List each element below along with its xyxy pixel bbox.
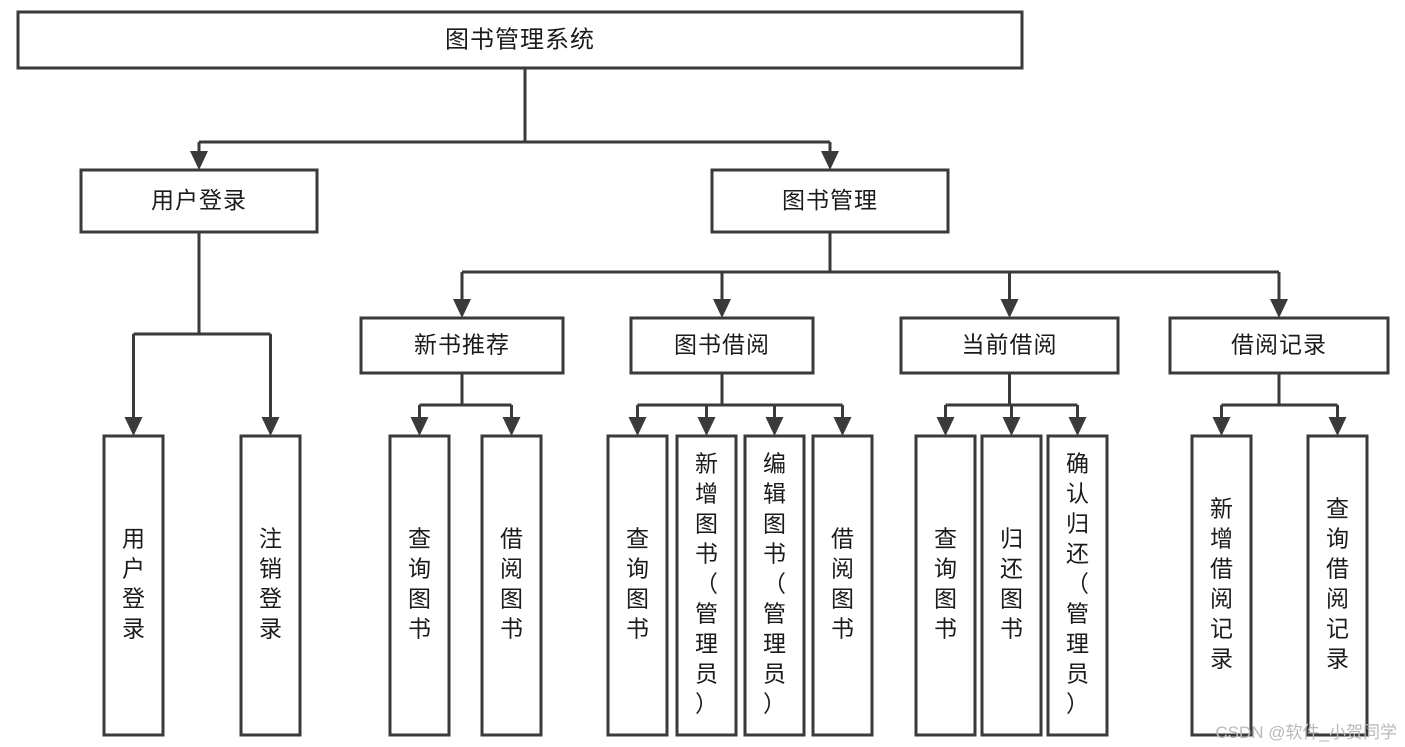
node-box	[388, 434, 451, 737]
node-box	[629, 316, 815, 375]
node-label: 当前借阅	[962, 332, 1058, 358]
connector-current-borrow-to-leaves	[936, 373, 1087, 436]
arrow-head-icon	[1212, 417, 1231, 436]
node-layer: 图书管理系统用户登录图书管理新书推荐图书借阅当前借阅借阅记录用户登录注销登录查询…	[16, 10, 1390, 737]
arrow-head-icon	[765, 417, 784, 436]
node-leaf-user-logout[interactable]: 注销登录	[239, 434, 302, 737]
node-leaf-borrow-book-rec[interactable]: 借阅图书	[480, 434, 543, 737]
node-leaf-query-record[interactable]: 查询借阅记录	[1306, 434, 1369, 737]
node-leaf-query-book-current[interactable]: 查询图书	[914, 434, 977, 737]
node-box	[359, 316, 565, 375]
arrow-head-icon	[628, 417, 647, 436]
node-box	[1190, 434, 1253, 737]
connector-root-to-level2	[190, 68, 839, 170]
node-label: 新增借阅记录	[1210, 496, 1233, 672]
node-box	[710, 168, 950, 234]
node-label: 借阅图书	[831, 526, 854, 642]
arrow-head-icon	[697, 417, 716, 436]
node-label: 查询图书	[408, 526, 431, 642]
connector-bookmanage-to-level3	[453, 232, 1288, 318]
node-new-book-rec[interactable]: 新书推荐	[359, 316, 565, 375]
arrow-head-icon	[453, 299, 471, 318]
arrow-head-icon	[821, 151, 839, 170]
node-label: 归还图书	[1000, 526, 1023, 642]
node-label: 确认归还（管理员）	[1066, 451, 1089, 717]
node-borrow-record[interactable]: 借阅记录	[1168, 316, 1390, 375]
node-box	[16, 10, 1024, 70]
node-leaf-query-book-rec[interactable]: 查询图书	[388, 434, 451, 737]
node-leaf-confirm-return[interactable]: 确认归还（管理员）	[1046, 434, 1109, 737]
node-leaf-user-login[interactable]: 用户登录	[102, 434, 165, 737]
node-box	[899, 316, 1120, 375]
connector-book-borrow-to-leaves	[628, 373, 852, 436]
node-label: 编辑图书（管理员）	[763, 451, 786, 717]
node-book-borrow[interactable]: 图书借阅	[629, 316, 815, 375]
arrow-head-icon	[190, 151, 208, 170]
connector-user-login-to-leaves	[124, 232, 280, 436]
arrow-head-icon	[502, 417, 521, 436]
node-label: 图书管理	[782, 187, 878, 213]
node-label: 图书管理系统	[445, 26, 595, 53]
arrow-head-icon	[1000, 299, 1019, 318]
node-box	[606, 434, 669, 737]
arrow-head-icon	[1328, 417, 1347, 436]
node-leaf-query-book-borrow[interactable]: 查询图书	[606, 434, 669, 737]
csdn-watermark: CSDN @软件_小贺同学	[1215, 723, 1397, 742]
node-label: 图书借阅	[674, 332, 770, 358]
node-label: 用户登录	[151, 187, 247, 213]
node-box	[239, 434, 302, 737]
node-label: 查询图书	[934, 526, 957, 642]
node-box	[675, 434, 738, 737]
node-leaf-add-book[interactable]: 新增图书（管理员）	[675, 434, 738, 737]
node-box	[980, 434, 1043, 737]
node-label: 查询图书	[626, 526, 649, 642]
node-label: 新增图书（管理员）	[695, 451, 718, 717]
node-leaf-add-record[interactable]: 新增借阅记录	[1190, 434, 1253, 737]
node-current-borrow[interactable]: 当前借阅	[899, 316, 1120, 375]
node-box	[914, 434, 977, 737]
node-box	[1306, 434, 1369, 737]
arrow-head-icon	[124, 417, 143, 436]
arrow-head-icon	[410, 417, 429, 436]
connector-layer	[124, 68, 1347, 436]
node-book-manage[interactable]: 图书管理	[710, 168, 950, 234]
node-leaf-edit-book[interactable]: 编辑图书（管理员）	[743, 434, 806, 737]
node-box	[1046, 434, 1109, 737]
arrow-head-icon	[833, 417, 852, 436]
connector-new-book-rec-to-leaves	[410, 373, 521, 436]
arrow-head-icon	[936, 417, 955, 436]
arrow-head-icon	[713, 299, 731, 318]
connector-borrow-record-to-leaves	[1212, 373, 1347, 436]
arrow-head-icon	[261, 417, 280, 436]
arrow-head-icon	[1270, 299, 1288, 318]
node-label: 借阅图书	[500, 526, 523, 642]
node-leaf-borrow-book[interactable]: 借阅图书	[811, 434, 874, 737]
node-label: 新书推荐	[414, 332, 510, 358]
node-label: 借阅记录	[1231, 332, 1327, 358]
node-box	[480, 434, 543, 737]
node-label: 查询借阅记录	[1326, 496, 1349, 672]
arrow-head-icon	[1068, 417, 1087, 436]
node-box	[1168, 316, 1390, 375]
node-box	[79, 168, 319, 234]
node-label: 用户登录	[122, 526, 145, 642]
node-box	[102, 434, 165, 737]
node-user-login[interactable]: 用户登录	[79, 168, 319, 234]
node-leaf-return-book[interactable]: 归还图书	[980, 434, 1043, 737]
arrow-head-icon	[1002, 417, 1021, 436]
node-box	[811, 434, 874, 737]
node-root[interactable]: 图书管理系统	[16, 10, 1024, 70]
node-box	[743, 434, 806, 737]
node-label: 注销登录	[259, 526, 282, 642]
